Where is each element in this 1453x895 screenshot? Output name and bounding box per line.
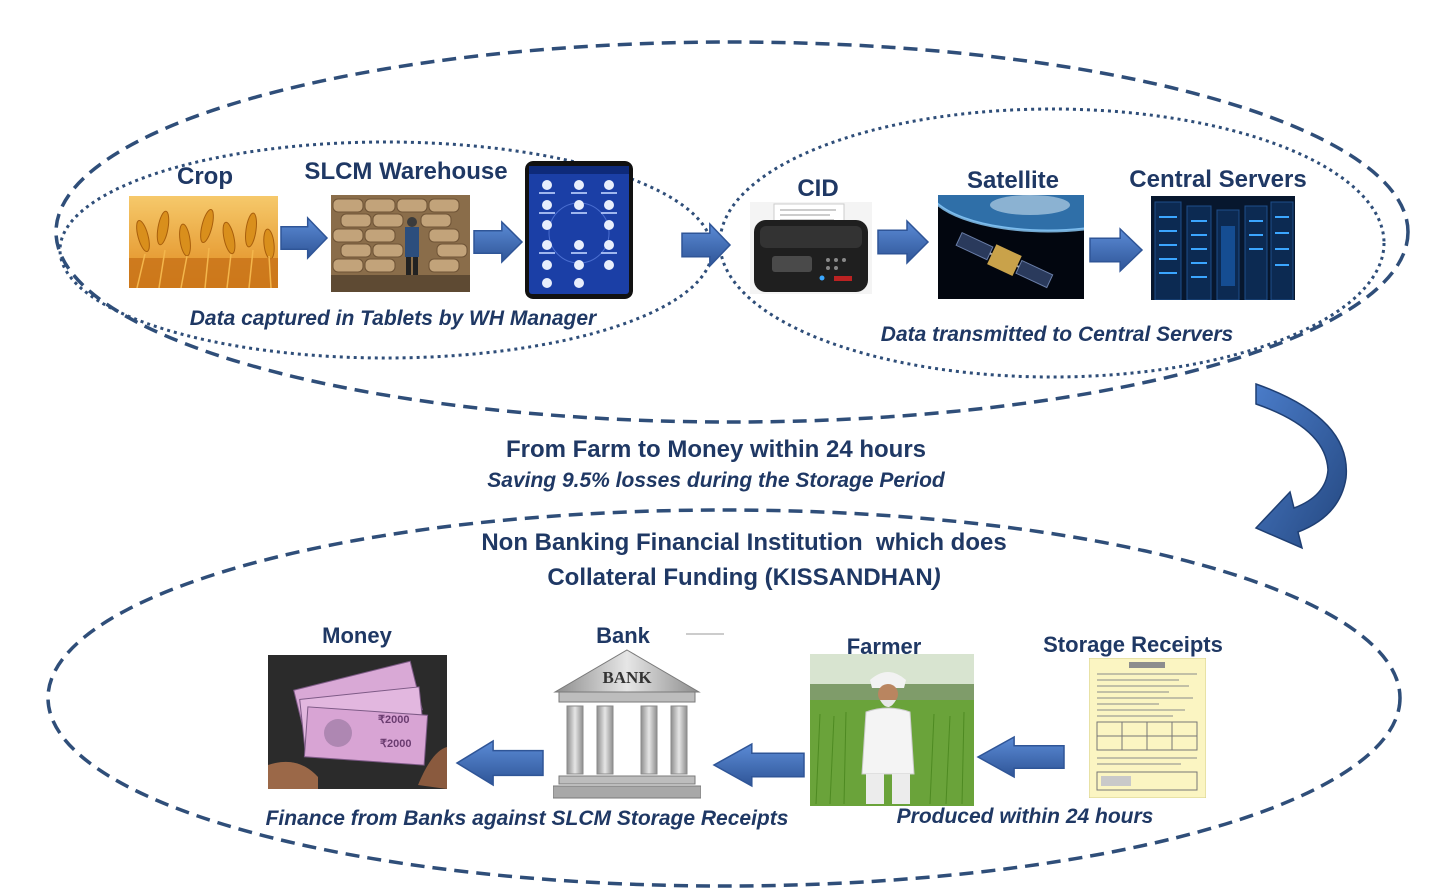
top-left-caption: Data captured in Tablets by WH Manager: [189, 307, 597, 330]
svg-text:₹2000: ₹2000: [380, 738, 411, 750]
subline-text: Saving 9.5% losses during the Storage Pe…: [487, 469, 945, 492]
warehouse-image: [331, 195, 470, 292]
nbfi-title-line2: Collateral Funding (KISSANDHAN): [547, 564, 940, 592]
tablet-app-image: [525, 161, 633, 299]
money-label: Money: [322, 623, 392, 648]
curved-flow-arrow: [1254, 382, 1348, 550]
central-servers-image: [1151, 196, 1295, 300]
farmer-label: Farmer: [846, 634, 922, 659]
top-right-caption: Data transmitted to Central Servers: [880, 323, 1234, 346]
svg-text:₹2000: ₹2000: [378, 714, 409, 726]
storage-receipts-label: Storage Receipts: [1043, 632, 1223, 657]
satellite-image: [938, 195, 1084, 299]
arrow-receipts-to-farmer: [976, 735, 1065, 779]
bank-label: Bank: [596, 623, 650, 648]
nbfi-title-paren: ): [932, 564, 941, 591]
arrow-tablet-to-cid: [681, 222, 732, 268]
arrow-crop-to-warehouse: [280, 216, 329, 260]
arrow-satellite-to-servers: [1089, 227, 1144, 273]
bottom-right-caption: Produced within 24 hours: [896, 805, 1154, 828]
money-image: ₹2000 ₹2000: [268, 655, 447, 789]
central-servers-label: Central Servers: [1129, 166, 1307, 193]
arrow-bank-to-money: [455, 739, 544, 787]
bottom-left-caption: Finance from Banks against SLCM Storage …: [265, 807, 789, 830]
bank-sign-text: BANK: [602, 668, 652, 687]
satellite-label: Satellite: [966, 167, 1060, 194]
bottom-outer-ellipse: [46, 508, 1402, 888]
top-outer-ellipse: [54, 40, 1410, 424]
arrow-farmer-to-bank: [712, 742, 805, 788]
cid-label: CID: [797, 175, 839, 202]
arrow-cid-to-satellite: [877, 219, 930, 265]
arrow-warehouse-to-tablet: [473, 220, 524, 264]
headline-text: From Farm to Money within 24 hours: [505, 436, 927, 463]
farmer-image: [810, 654, 974, 806]
crop-label: Crop: [177, 163, 233, 190]
crop-image: [129, 196, 278, 288]
storage-receipt-image: [1089, 658, 1206, 798]
warehouse-label: SLCM Warehouse: [304, 158, 508, 185]
nbfi-title-line1: Non Banking Financial Institution which …: [481, 529, 1007, 556]
bank-building-icon: [553, 648, 701, 800]
nbfi-title-line2-text: Collateral Funding (KISSANDHAN: [547, 564, 933, 591]
cid-printer-image: [750, 202, 872, 294]
